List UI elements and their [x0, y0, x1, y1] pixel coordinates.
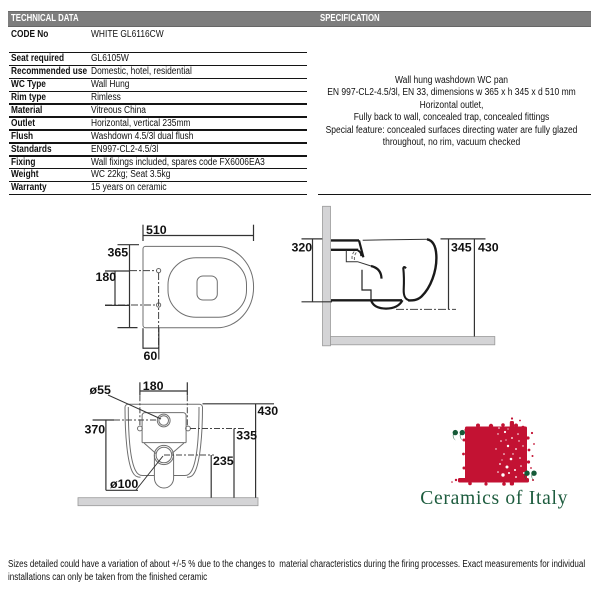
- svg-text:ø100: ø100: [110, 477, 138, 491]
- svg-text:345: 345: [451, 241, 472, 255]
- svg-text:365: 365: [108, 245, 129, 259]
- svg-text:60: 60: [144, 349, 158, 363]
- svg-text:430: 430: [258, 404, 279, 418]
- svg-text:ø55: ø55: [90, 383, 111, 397]
- svg-text:235: 235: [213, 454, 234, 468]
- svg-text:430: 430: [478, 241, 499, 255]
- svg-text:370: 370: [85, 423, 106, 437]
- svg-text:510: 510: [146, 223, 167, 237]
- svg-text:180: 180: [143, 379, 164, 393]
- svg-text:Ceramics of Italy: Ceramics of Italy: [420, 488, 568, 509]
- svg-text:180: 180: [96, 270, 117, 284]
- svg-text:320: 320: [292, 241, 313, 255]
- svg-text:335: 335: [236, 428, 257, 442]
